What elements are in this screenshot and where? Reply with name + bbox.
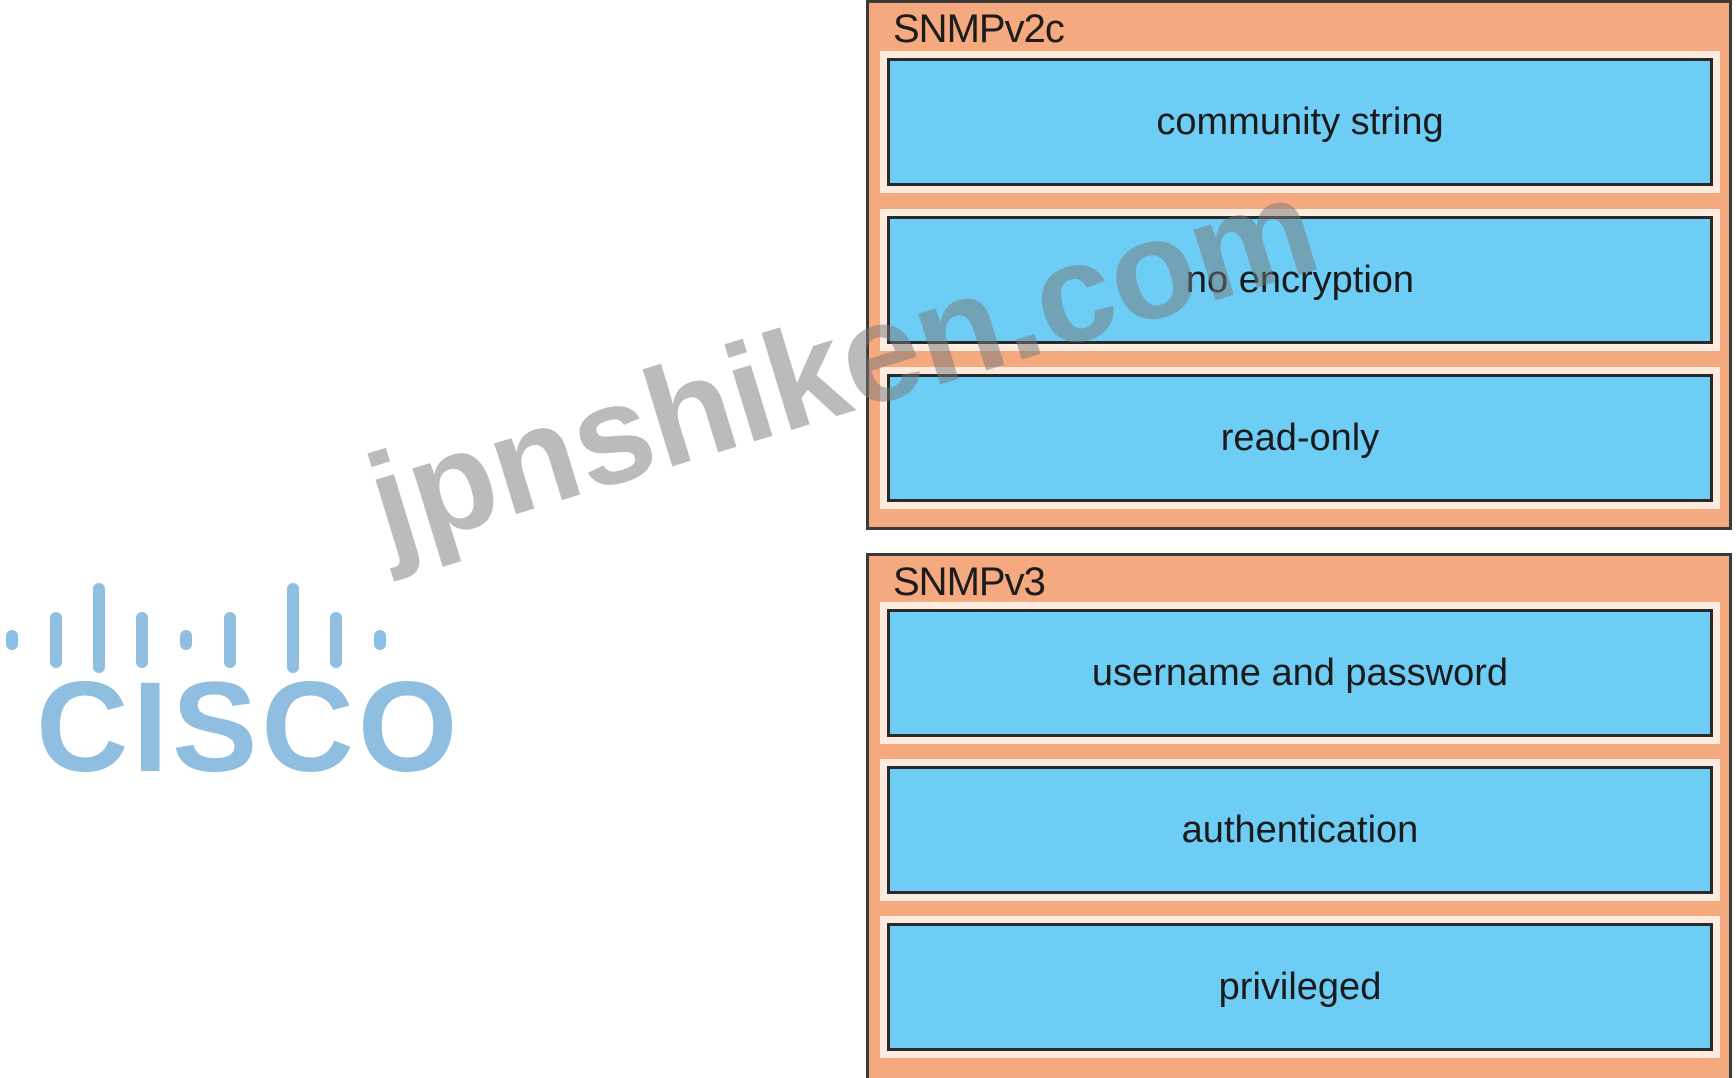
card-community-string[interactable]: community string xyxy=(887,58,1713,186)
card-read-only[interactable]: read-only xyxy=(887,374,1713,502)
card-privileged[interactable]: privileged xyxy=(887,923,1713,1051)
cisco-bars-icon xyxy=(6,583,386,673)
card-label: username and password xyxy=(1091,651,1509,694)
card-label: community string xyxy=(1156,100,1444,143)
snmpv2c-group: SNMPv2c community string no encryption r… xyxy=(866,0,1732,530)
snmpv3-title: SNMPv3 xyxy=(893,560,1046,604)
cisco-wordmark: CISCO xyxy=(36,656,462,799)
card-label: no encryption xyxy=(1185,258,1415,301)
snmpv3-group: SNMPv3 username and password authenticat… xyxy=(866,553,1732,1078)
card-username-and-password[interactable]: username and password xyxy=(887,609,1713,737)
card-label: privileged xyxy=(1218,965,1382,1008)
card-label: read-only xyxy=(1220,416,1380,459)
cisco-logo: CISCO xyxy=(0,578,457,798)
snmpv2c-title: SNMPv2c xyxy=(893,7,1065,51)
card-label: authentication xyxy=(1181,808,1419,851)
card-authentication[interactable]: authentication xyxy=(887,766,1713,894)
card-no-encryption[interactable]: no encryption xyxy=(887,216,1713,344)
